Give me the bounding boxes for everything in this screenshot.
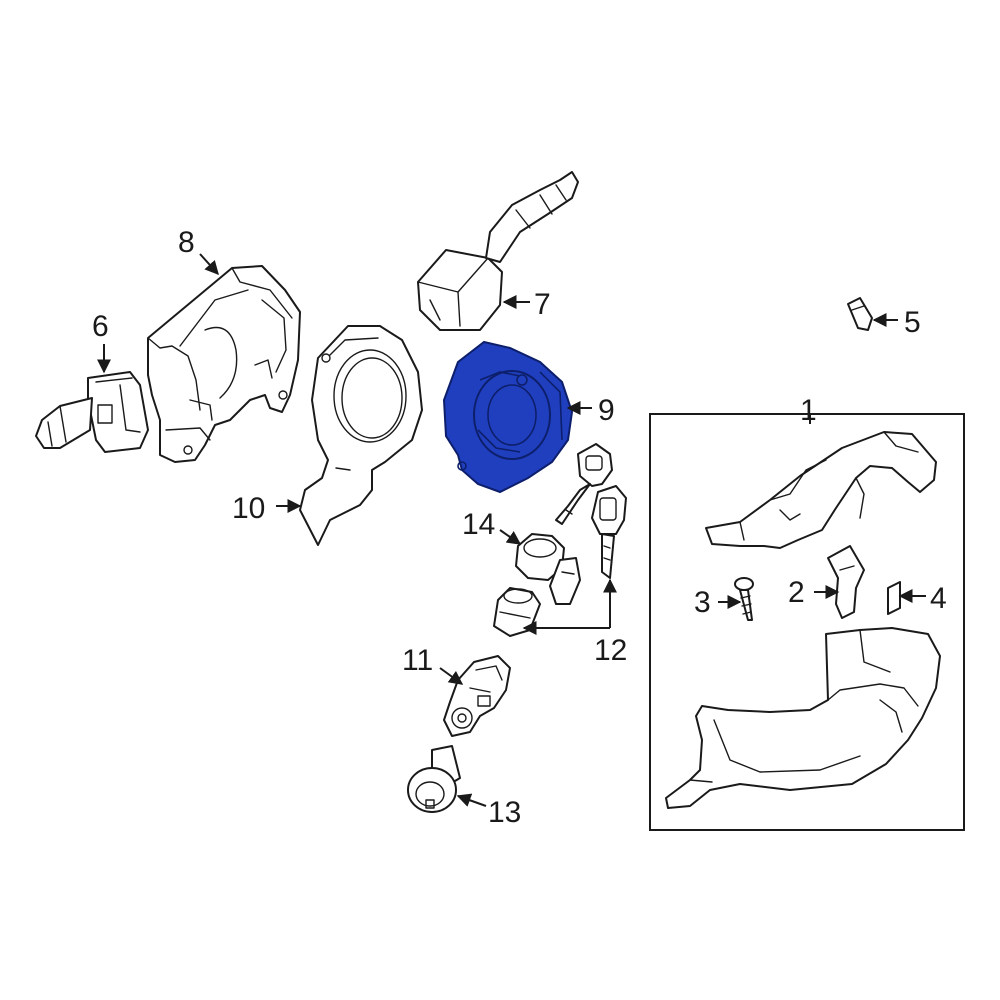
callout-7: 7 xyxy=(534,288,551,321)
callout-labels: 8 6 7 5 1 9 10 14 3 2 4 12 11 13 xyxy=(92,226,947,829)
part-9-clock-spring[interactable] xyxy=(442,340,574,494)
callout-13: 13 xyxy=(488,796,521,829)
part-10-cover-bracket[interactable] xyxy=(299,325,423,546)
part-3-screw[interactable] xyxy=(734,577,754,621)
leader-lines xyxy=(97,253,926,807)
callout-1: 1 xyxy=(800,394,817,427)
callout-5: 5 xyxy=(904,306,921,339)
callout-8: 8 xyxy=(178,226,195,259)
part-8-column-housing[interactable] xyxy=(147,265,301,463)
part-1-group-box xyxy=(649,413,965,831)
callout-12: 12 xyxy=(594,634,627,667)
part-13-immobilizer[interactable] xyxy=(407,745,461,813)
part-11-ignition-switch[interactable] xyxy=(443,655,511,737)
part-6-left-stalk-switch[interactable] xyxy=(35,371,149,453)
callout-14: 14 xyxy=(462,508,495,541)
part-14-ignition-housing[interactable] xyxy=(515,533,581,605)
part-4-clip[interactable] xyxy=(887,581,901,615)
callout-3: 3 xyxy=(694,586,711,619)
part-1-upper-cover[interactable] xyxy=(705,431,937,549)
part-7-right-stalk-switch[interactable] xyxy=(417,171,579,331)
callout-9: 9 xyxy=(598,394,615,427)
callout-2: 2 xyxy=(788,576,805,609)
callout-6: 6 xyxy=(92,310,109,343)
callout-10: 10 xyxy=(232,492,265,525)
part-1-lower-cover[interactable] xyxy=(665,627,941,809)
callout-4: 4 xyxy=(930,582,947,615)
callout-11: 11 xyxy=(402,644,433,677)
part-2-bracket[interactable] xyxy=(827,545,865,619)
part-5-clip[interactable] xyxy=(847,297,873,331)
